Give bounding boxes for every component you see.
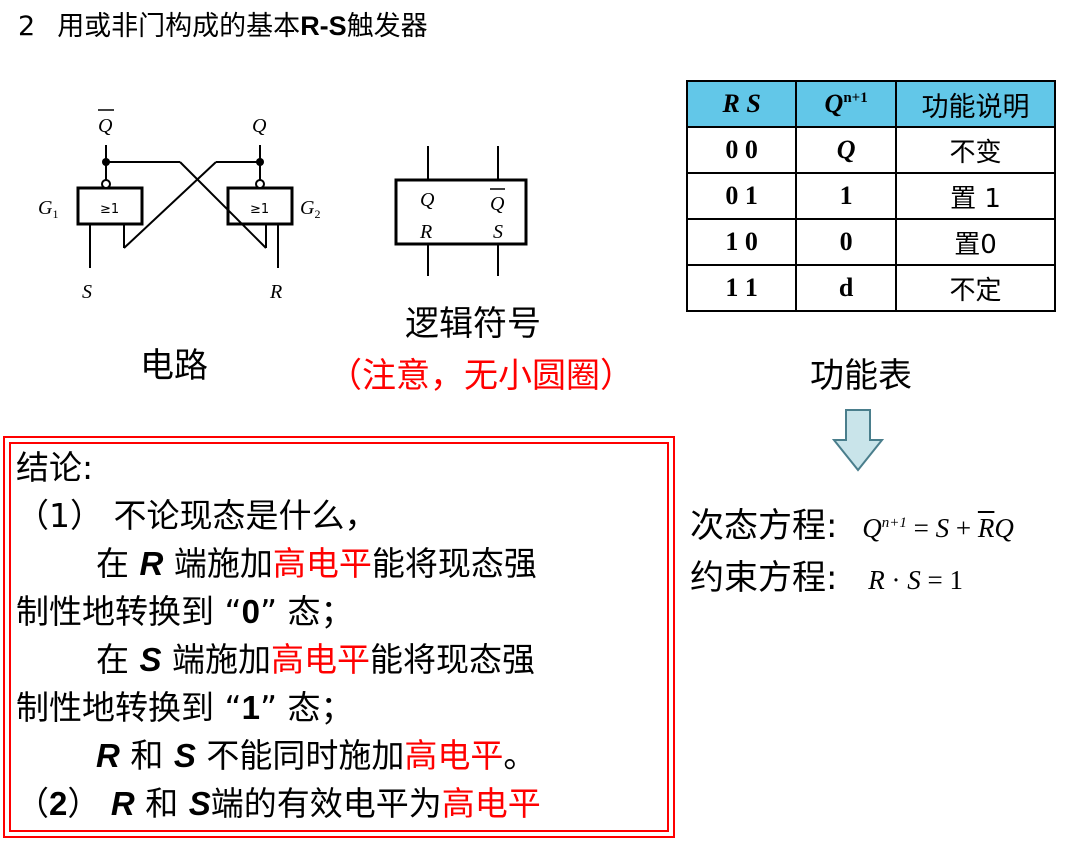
table-row: 1 1 d 不定 [685,264,1057,312]
pin-r: R [419,221,432,243]
label-q: Q [252,115,267,137]
cell-q: Q [795,126,897,174]
table-row: 1 0 0 置0 [685,218,1057,266]
cell-rs: 1 1 [685,264,798,312]
conclusion-item1: （1） 不论现态是什么， [16,496,378,535]
logic-symbol: Q Q R S [394,146,528,276]
circuit-caption: 电路 [140,346,208,386]
g1-symbol: ≥1 [100,202,119,217]
conclusion-line: R 和 S 不能同时施加高电平。 [96,736,537,775]
g2-output-bubble [255,179,265,189]
table-row: 0 0 Q 不变 [685,126,1057,174]
table-caption: 功能表 [810,356,912,396]
title-number: 2 [18,11,36,42]
cell-desc: 不定 [894,264,1057,312]
next-state-label: 次态方程: [690,506,838,546]
table-header-row: R S Qn+1 功能说明 [685,80,1057,128]
cell-rs: 0 0 [685,126,798,174]
cell-rs: 1 0 [685,218,798,266]
conclusion-line: 制性地转换到 “1” 态； [16,688,354,727]
constraint-equation: 约束方程: R · S = 1 [690,550,963,599]
page-title: 2 用或非门构成的基本R-S触发器 [18,4,428,43]
pin-q: Q [420,189,435,211]
label-qbar: Q [98,115,113,137]
cell-desc: 置0 [894,218,1057,266]
conclusion-line: 在 R 端施加高电平能将现态强 [96,544,537,583]
title-text-post: 触发器 [346,11,428,42]
header-desc: 功能说明 [894,80,1057,128]
pin-s: S [493,221,503,243]
label-s: S [82,281,92,303]
logic-caption: 逻辑符号 [405,304,541,344]
label-r: R [269,281,282,303]
conclusion-box [3,436,675,838]
header-q: Qn+1 [795,80,897,128]
title-text-bold: R-S [300,11,347,41]
next-state-formula: Qn+1 = S + RQ [862,513,1014,543]
cell-q: 0 [795,218,897,266]
label-g1: G1 [38,197,58,221]
pin-qbar: Q [490,193,505,215]
constraint-formula: R · S = 1 [868,565,964,595]
conclusion-heading: 结论: [16,448,94,487]
cell-rs: 0 1 [685,172,798,220]
circuit-diagram: Q Q G1 G2 S R ≥1 ≥1 [38,109,320,303]
conclusion-item2: （2） R 和 S端的有效电平为高电平 [16,784,541,823]
cell-desc: 置 1 [894,172,1057,220]
logic-note: （注意，无小圆圈） [328,356,634,396]
conclusion-line: 制性地转换到 “0” 态； [16,592,354,631]
g2-symbol: ≥1 [250,202,269,217]
cell-q: d [795,264,897,312]
cell-desc: 不变 [894,126,1057,174]
conclusion-line: 在 S 端施加高电平能将现态强 [96,640,536,679]
down-arrow-icon [832,409,884,472]
table-row: 0 1 1 置 1 [685,172,1057,220]
gate-g1 [76,186,144,226]
header-rs: R S [685,80,798,128]
label-g2: G2 [300,197,320,221]
g1-output-bubble [101,179,111,189]
constraint-label: 约束方程: [690,558,838,598]
next-state-equation: 次态方程: Qn+1 = S + RQ [690,498,1014,547]
cell-q: 1 [795,172,897,220]
title-text-pre: 用或非门构成的基本 [57,11,301,42]
conclusion-text: 结论: （1） 不论现态是什么， 在 R 端施加高电平能将现态强 制性地转换到 … [16,444,666,828]
function-table: R S Qn+1 功能说明 0 0 Q 不变 0 1 1 置 1 1 0 0 置… [685,80,1057,312]
